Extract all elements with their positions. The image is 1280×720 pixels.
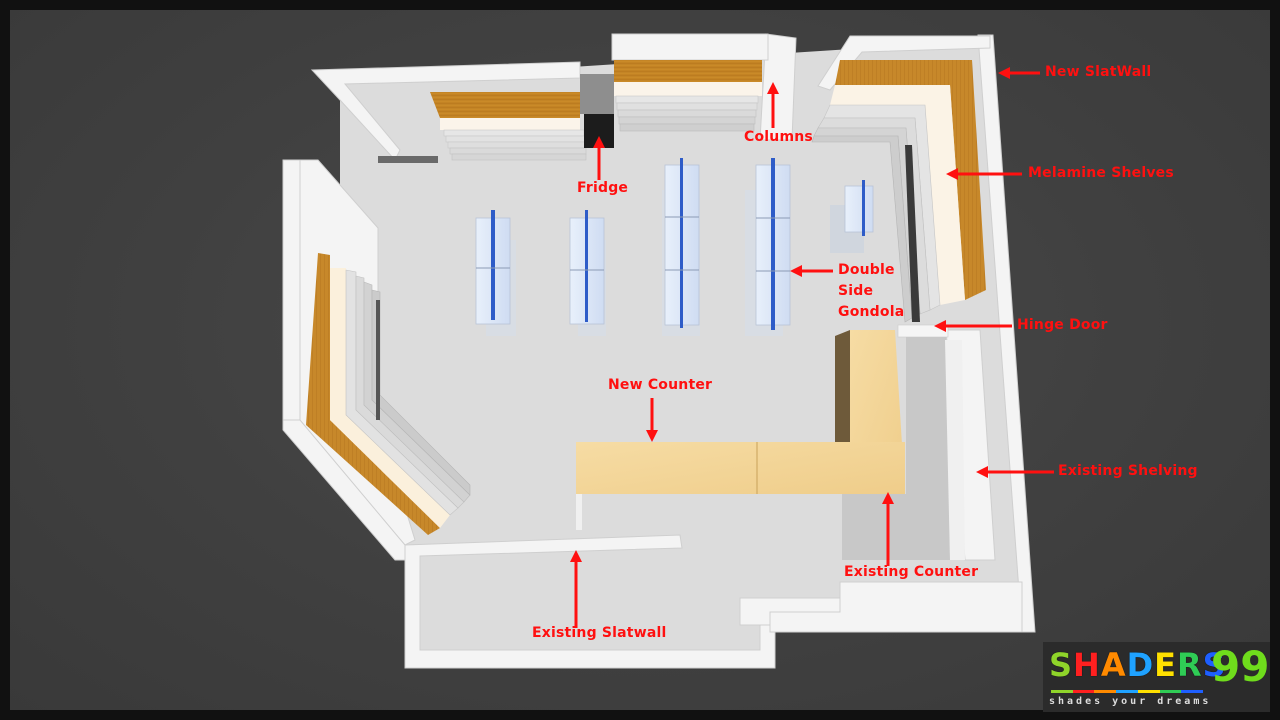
label-gondola-line-2: Side (838, 283, 874, 299)
annotation-arrows (570, 67, 1054, 628)
label-existing-shelving: Existing Shelving (1058, 463, 1198, 479)
logo-letter: E (1154, 646, 1178, 684)
label-fridge: Fridge (577, 180, 629, 196)
label-columns: Columns (744, 129, 813, 145)
logo-letter: H (1073, 646, 1101, 684)
fridge (580, 74, 614, 148)
label-existing-counter: Existing Counter (844, 564, 979, 580)
label-double-side-gondola: Double Side Gondola (838, 260, 904, 323)
label-gondola-line-1: Double (838, 262, 895, 278)
logo-color-bar (1051, 690, 1204, 693)
label-melamine-shelves: Melamine Shelves (1028, 165, 1174, 181)
logo-tagline: shades your dreams (1049, 696, 1212, 707)
label-new-counter: New Counter (608, 377, 713, 393)
left-l-shelving (306, 253, 471, 535)
top-left-slatwall (378, 92, 587, 163)
logo-letter: R (1177, 646, 1203, 684)
label-gondola-line-3: Gondola (838, 304, 905, 320)
logo-number: 99 (1211, 642, 1270, 691)
logo-letter: S (1049, 646, 1074, 684)
gondola-5 (830, 180, 874, 253)
gondola-4 (745, 158, 791, 336)
label-existing-slatwall: Existing Slatwall (532, 625, 667, 641)
gondola-2 (569, 210, 606, 336)
logo-letter: A (1100, 646, 1127, 684)
label-hinge-door: Hinge Door (1017, 317, 1108, 333)
logo-wordmark: SHADERS (1049, 646, 1227, 684)
gondola-1 (475, 210, 516, 336)
logo-letter: S (1202, 646, 1227, 684)
right-l-shelving (811, 60, 986, 323)
label-new-slatwall: New SlatWall (1045, 64, 1152, 80)
gondola-3 (662, 158, 700, 336)
existing-counter (842, 324, 965, 560)
top-center-slatwall (614, 60, 762, 132)
new-counter (576, 330, 905, 530)
logo-letter: D (1126, 646, 1155, 684)
shaders99-logo: SHADERS 99 shades your dreams (1043, 642, 1270, 712)
